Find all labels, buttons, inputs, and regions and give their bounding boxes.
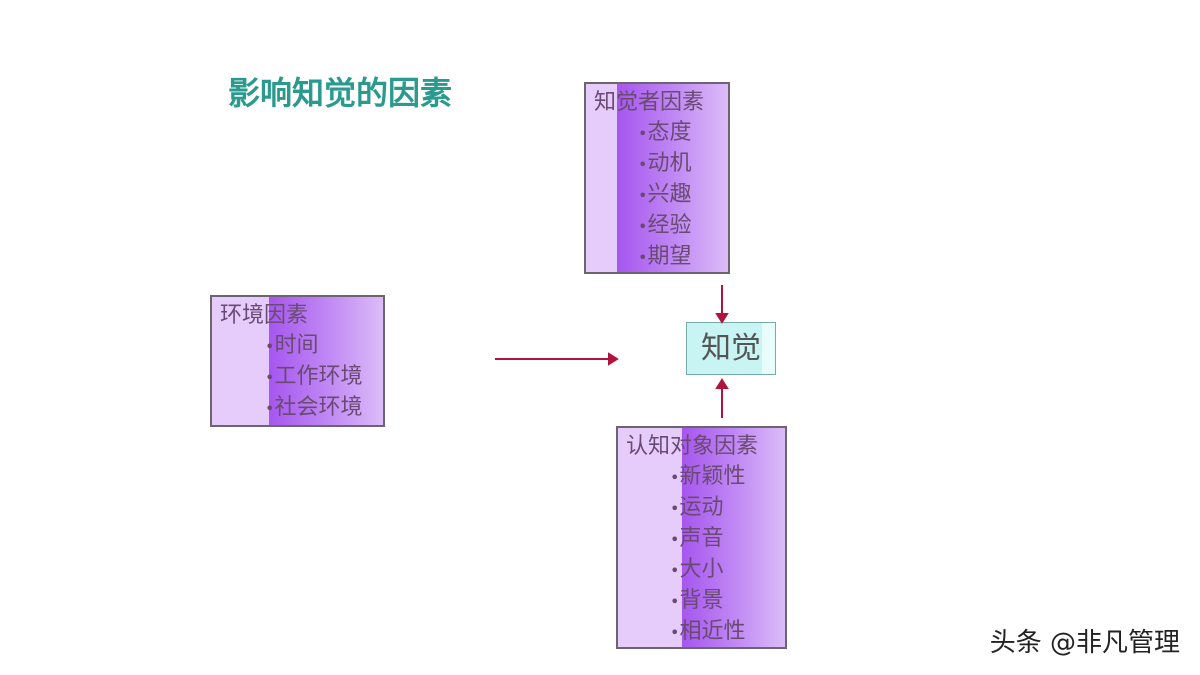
- list-item: 背景: [618, 586, 785, 617]
- list-item: 期望: [586, 242, 728, 273]
- perception-box: 知觉: [686, 322, 776, 375]
- arrow-right-head: [608, 352, 619, 366]
- list-item: 声音: [618, 524, 785, 555]
- environment-factors-box: 环境因素 时间 工作环境 社会环境: [210, 295, 385, 427]
- target-heading: 认知对象因素: [626, 434, 759, 459]
- list-item: 相近性: [618, 617, 785, 648]
- list-item: 经验: [586, 211, 728, 242]
- list-item: 运动: [618, 493, 785, 524]
- environment-heading: 环境因素: [220, 303, 309, 328]
- list-item: 工作环境: [212, 362, 383, 393]
- target-factors-box: 认知对象因素 新颖性 运动 声音 大小 背景 相近性: [616, 426, 787, 649]
- list-item: 大小: [618, 555, 785, 586]
- perceiver-heading: 知觉者因素: [594, 90, 705, 115]
- list-item: 动机: [586, 149, 728, 180]
- list-item: 兴趣: [586, 180, 728, 211]
- list-item: 态度: [586, 118, 728, 149]
- list-item: 时间: [212, 331, 383, 362]
- list-item: 新颖性: [618, 462, 785, 493]
- watermark: 头条 @非凡管理: [989, 628, 1180, 658]
- arrow-up-head: [715, 378, 729, 389]
- arrow-down-head: [715, 313, 729, 324]
- perceiver-factors-box: 知觉者因素 态度 动机 兴趣 经验 期望: [584, 82, 730, 274]
- list-item: 社会环境: [212, 393, 383, 424]
- slide-title: 影响知觉的因素: [228, 74, 453, 112]
